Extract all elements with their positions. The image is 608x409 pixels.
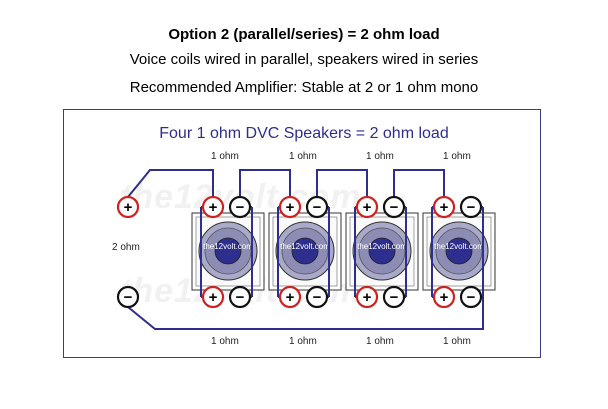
- negative-terminal: [228, 285, 252, 309]
- plus-sign: +: [286, 289, 295, 306]
- negative-terminal: [228, 195, 252, 219]
- top-ohm-label: 1 ohm: [366, 151, 394, 162]
- minus-sign: −: [236, 199, 245, 216]
- positive-terminal: [116, 195, 140, 219]
- negative-terminal: [382, 285, 406, 309]
- bottom-ohm-label: 1 ohm: [443, 336, 471, 347]
- amp-positive-wire: [127, 169, 214, 198]
- positive-terminal: [201, 195, 225, 219]
- minus-sign: −: [124, 289, 133, 306]
- positive-terminal: [432, 285, 456, 309]
- diagram-title: Four 1 ohm DVC Speakers = 2 ohm load: [159, 125, 449, 142]
- series-wire: [239, 169, 291, 197]
- speaker-brand-label: the12volt.com: [357, 242, 407, 251]
- series-wire: [393, 169, 445, 197]
- negative-terminal: [305, 285, 329, 309]
- top-ohm-label: 1 ohm: [443, 151, 471, 162]
- negative-terminal: [305, 195, 329, 219]
- speaker-dustcap: [368, 237, 396, 265]
- plus-sign: +: [286, 199, 295, 216]
- total-load-label: 2 ohm: [112, 242, 140, 253]
- plus-sign: +: [440, 289, 449, 306]
- description-line: Voice coils wired in parallel, speakers …: [129, 51, 479, 68]
- negative-terminal: [459, 285, 483, 309]
- option-title: Option 2 (parallel/series) = 2 ohm load: [168, 26, 440, 43]
- plus-sign: +: [209, 199, 218, 216]
- speaker-brand-label: the12volt.com: [434, 242, 484, 251]
- top-ohm-label: 1 ohm: [289, 151, 317, 162]
- speaker-dustcap: [445, 237, 473, 265]
- minus-sign: −: [467, 199, 476, 216]
- plus-sign: +: [440, 199, 449, 216]
- plus-sign: +: [124, 199, 133, 216]
- positive-terminal: [432, 195, 456, 219]
- top-ohm-label: 1 ohm: [211, 151, 239, 162]
- bottom-ohm-label: 1 ohm: [211, 336, 239, 347]
- negative-terminal: [116, 285, 140, 309]
- negative-terminal: [459, 195, 483, 219]
- bottom-ohm-label: 1 ohm: [289, 336, 317, 347]
- bottom-ohm-label: 1 ohm: [366, 336, 394, 347]
- positive-terminal: [355, 195, 379, 219]
- diagram-panel: [63, 109, 541, 358]
- positive-terminal: [355, 285, 379, 309]
- positive-terminal: [278, 285, 302, 309]
- minus-sign: −: [390, 289, 399, 306]
- positive-terminal: [201, 285, 225, 309]
- minus-sign: −: [313, 289, 322, 306]
- minus-sign: −: [467, 289, 476, 306]
- minus-sign: −: [390, 199, 399, 216]
- speaker-brand-label: the12volt.com: [203, 242, 253, 251]
- speaker-dustcap: [291, 237, 319, 265]
- minus-sign: −: [236, 289, 245, 306]
- minus-sign: −: [313, 199, 322, 216]
- plus-sign: +: [363, 199, 372, 216]
- amplifier-recommendation: Recommended Amplifier: Stable at 2 or 1 …: [129, 79, 479, 96]
- series-wire: [316, 169, 368, 197]
- speaker-brand-label: the12volt.com: [280, 242, 330, 251]
- plus-sign: +: [363, 289, 372, 306]
- amp-negative-wire: [127, 297, 484, 330]
- positive-terminal: [278, 195, 302, 219]
- speaker-dustcap: [214, 237, 242, 265]
- negative-terminal: [382, 195, 406, 219]
- plus-sign: +: [209, 289, 218, 306]
